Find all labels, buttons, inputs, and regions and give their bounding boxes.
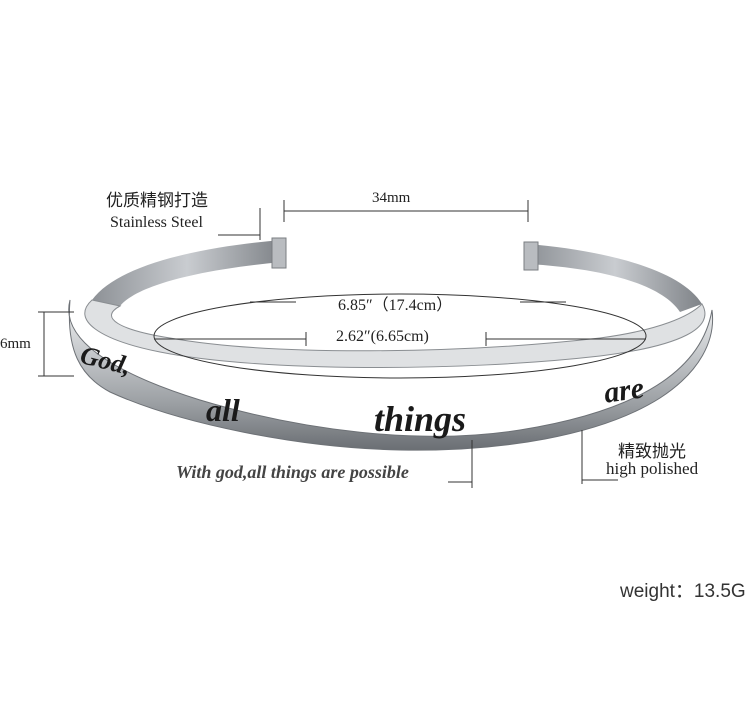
diameter-label: 2.62″(6.65cm) (336, 328, 429, 345)
bangle-band-shine (160, 350, 610, 409)
gap-width-label: 34mm (372, 190, 411, 206)
bangle-band (68, 299, 714, 451)
circumference-label: 6.85″（17.4cm） (338, 297, 453, 314)
finish-label-zh: 精致抛光 (618, 442, 686, 461)
weight-label: weight：13.5G (620, 581, 746, 602)
material-label-en: Stainless Steel (110, 214, 203, 231)
bangle-top-rim (84, 299, 706, 369)
caption-text: With god,all things are possible (176, 462, 409, 482)
engraving-word-2: all (206, 392, 240, 428)
material-label-zh: 优质精钢打造 (106, 191, 208, 210)
bangle-inner-wall (92, 240, 282, 306)
engraving-word-3: things (374, 399, 467, 439)
circumference-ellipse (153, 293, 647, 379)
band-width-label: 6mm (0, 336, 31, 352)
bangle-left-end (271, 237, 287, 269)
bangle-right-end (523, 241, 539, 271)
finish-label-en: high polished (606, 459, 699, 478)
engraving-word-4: are (601, 371, 647, 410)
bangle-inner-wall-right (528, 244, 702, 312)
